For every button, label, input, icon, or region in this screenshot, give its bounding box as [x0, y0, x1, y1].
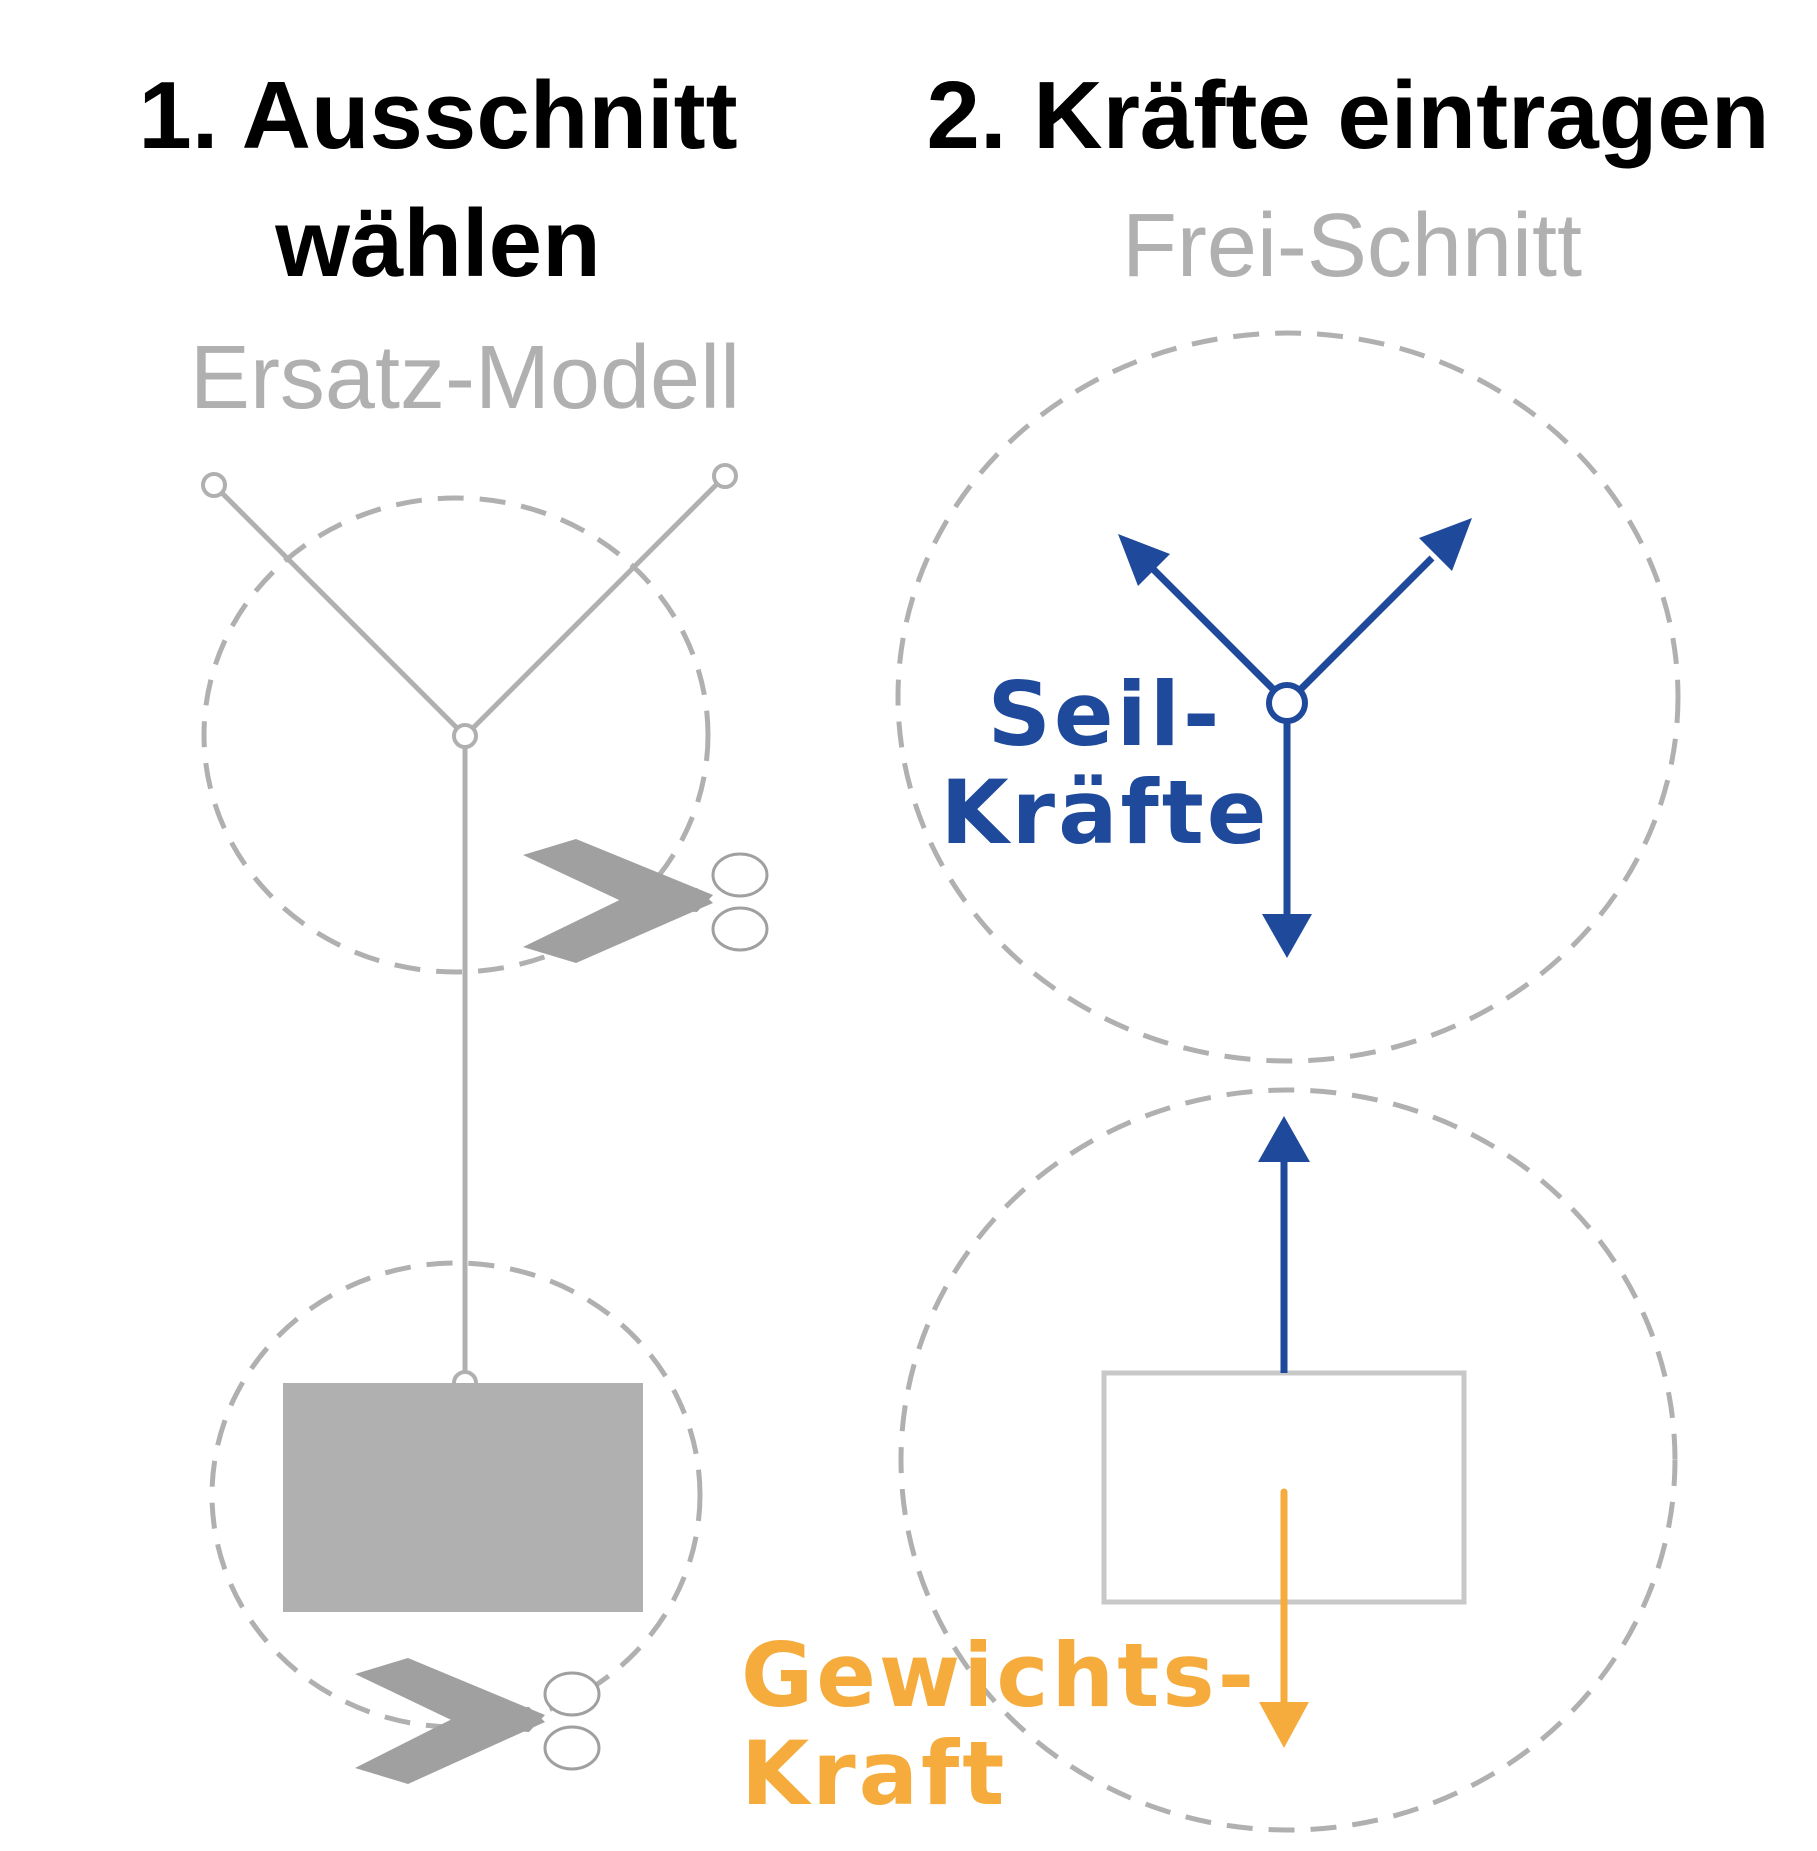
free-body [895, 330, 1681, 1833]
weight-force-arrowhead [1259, 1702, 1309, 1748]
step-1-title-line-2: wählen [274, 190, 600, 297]
anchor-left [201, 472, 227, 498]
step-1-subtitle: Ersatz-Modell [190, 328, 740, 428]
step-1-title-line-1: 1. Ausschnitt [138, 62, 737, 169]
rope-force-left-arrowhead [1118, 534, 1170, 586]
scissors-icon-top [523, 839, 769, 963]
cut-circle-top [201, 495, 711, 975]
free-cut-circle-top [895, 330, 1681, 1064]
rope-force-right-arrowhead [1419, 518, 1472, 571]
rope-forces-label-line-1: Seil- [988, 663, 1223, 766]
step-2-subtitle: Frei-Schnitt [1122, 196, 1582, 296]
weight-force-label-line-2: Kraft [741, 1722, 1007, 1825]
replacement-model [201, 463, 769, 1784]
step-2-title: 2. Kräfte eintragen [927, 62, 1770, 169]
weight-block [283, 1383, 643, 1612]
free-cut-circle-bottom [898, 1087, 1678, 1833]
scissors-icon-bottom [355, 1658, 601, 1784]
rope-force-down-arrowhead [1262, 914, 1312, 958]
rope-right [463, 474, 727, 738]
knot [452, 723, 478, 749]
rope-force-right-arrow [1284, 555, 1435, 706]
cut-circle-bottom [209, 1260, 703, 1730]
weight-force-label-line-1: Gewichts- [741, 1624, 1257, 1727]
rope-force-left-arrow [1147, 563, 1290, 706]
free-knot [1266, 682, 1308, 724]
rope-left [212, 483, 467, 738]
rope-force-up-arrowhead [1258, 1116, 1310, 1162]
anchor-right [712, 463, 738, 489]
rope-forces-label-line-2: Kräfte [940, 761, 1269, 864]
